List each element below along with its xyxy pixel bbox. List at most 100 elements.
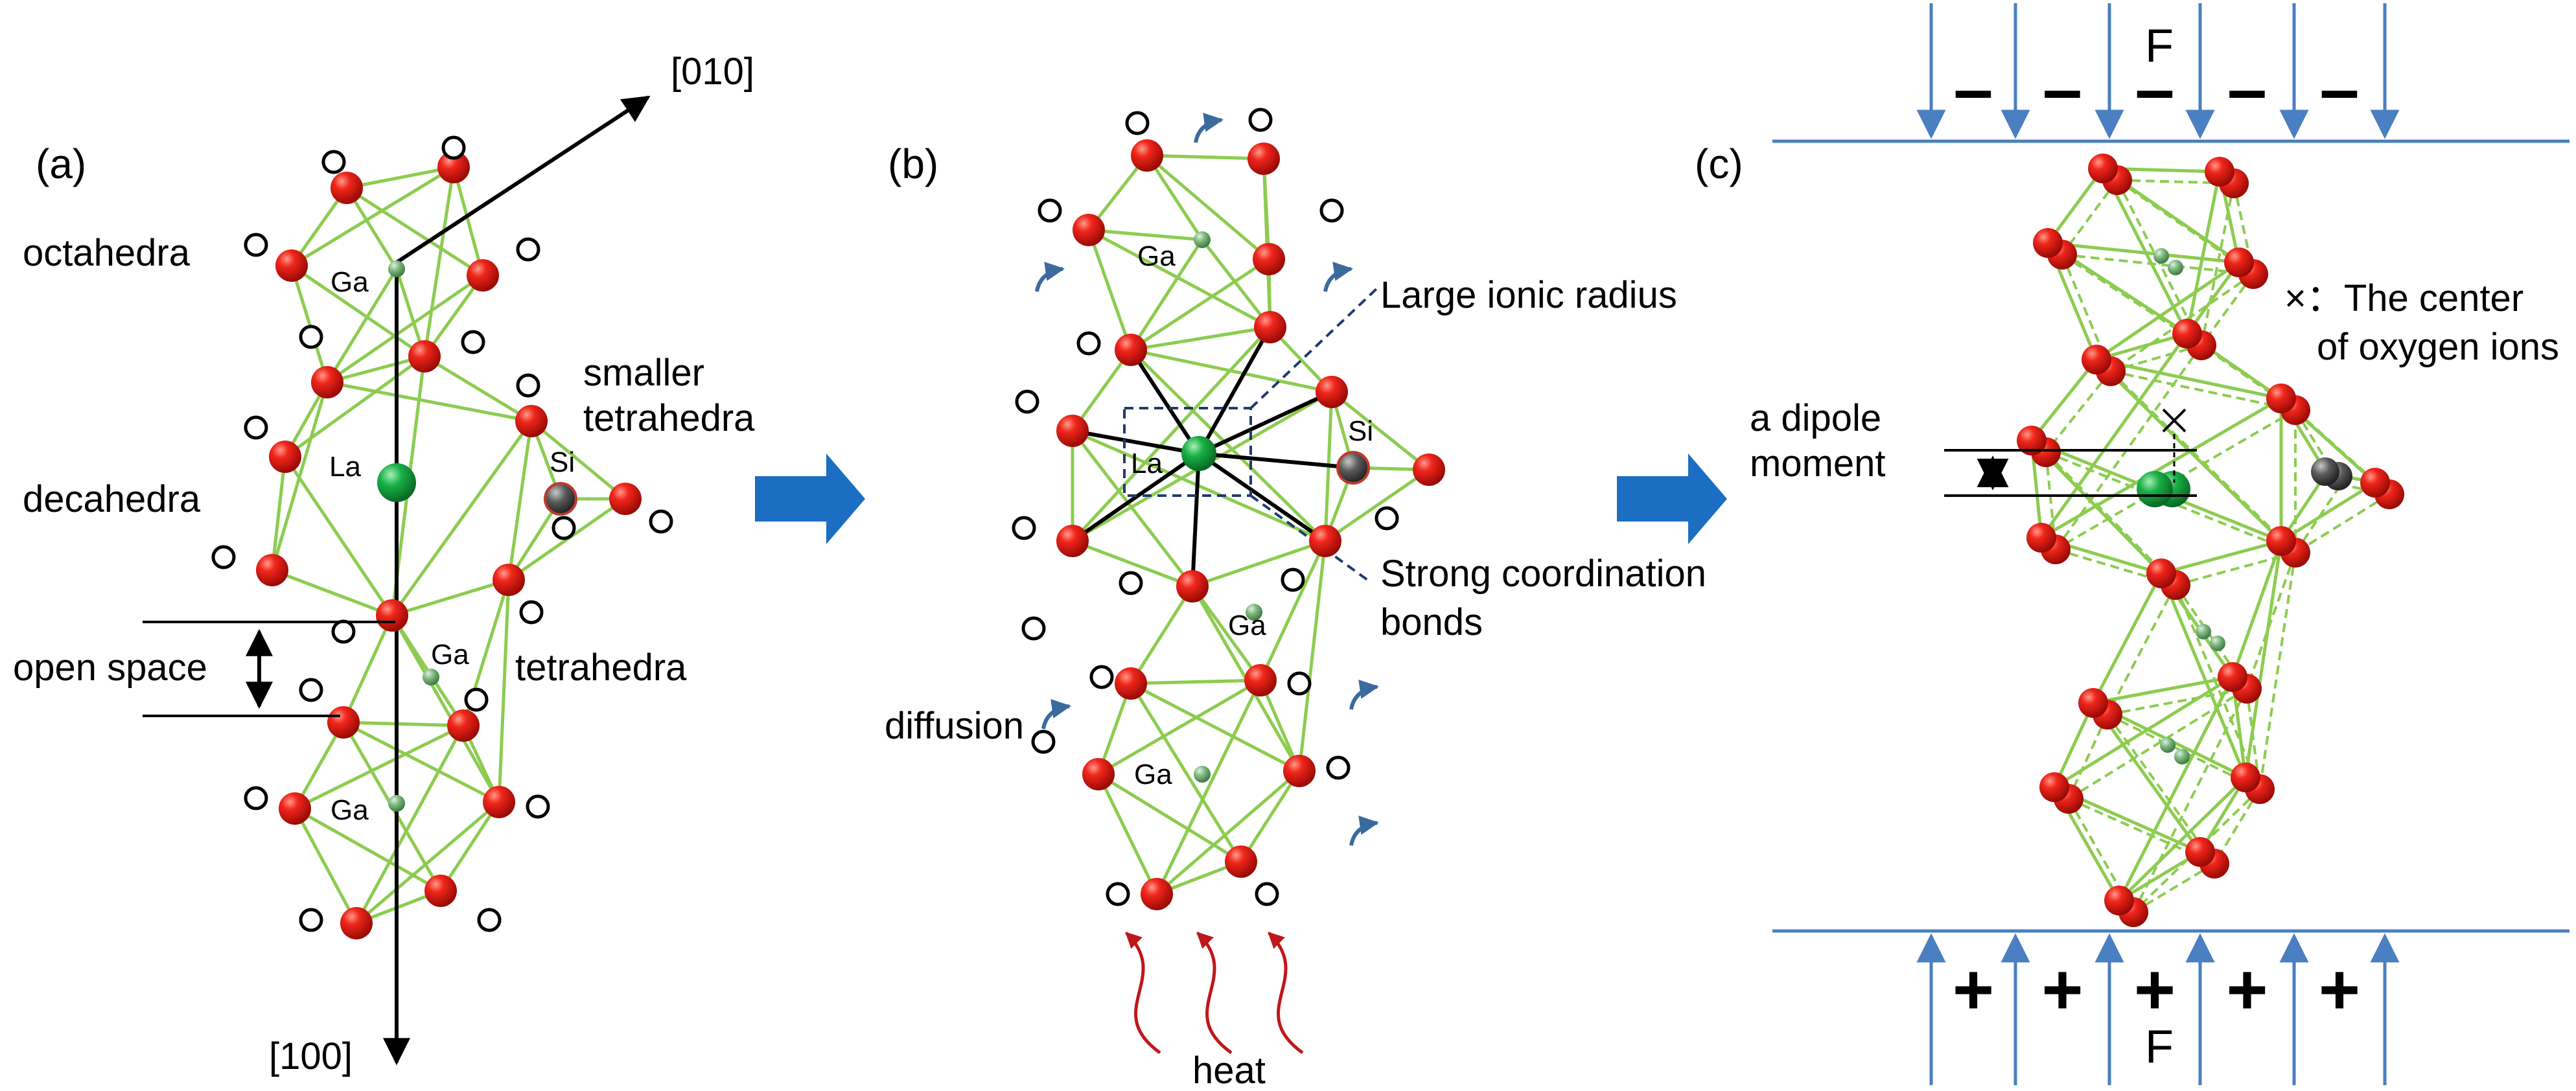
- bond-line: [1130, 682, 1301, 773]
- oxygen-vacancy-circle: [1119, 571, 1143, 595]
- positive-charge-sign: +: [1953, 950, 1994, 1029]
- shifted-bond-line: [2067, 687, 2248, 800]
- bond-line: [2161, 539, 2282, 575]
- oxygen-vacancy-circle: [461, 330, 485, 354]
- bond-line: [1146, 154, 1264, 161]
- axis-100-label: [100]: [269, 1035, 353, 1077]
- diffusion-arrow: [1035, 261, 1065, 292]
- panel-a: (a) [010] [100] octahedra decahedra smal…: [13, 51, 755, 1077]
- bond-line: [293, 807, 358, 924]
- oxygen-vacancy-circle: [1281, 568, 1305, 592]
- oxygen-atom: [311, 366, 343, 398]
- oxygen-vacancy-circle: [464, 687, 489, 712]
- bond-line: [1297, 540, 1327, 772]
- panel-c-atoms: [2017, 154, 2404, 927]
- oxygen-vacancy-circle: [1248, 108, 1273, 132]
- oxygen-atom: [1283, 755, 1316, 787]
- bond-line: [452, 167, 485, 276]
- oxygen-atom: [1141, 878, 1173, 910]
- oxygen-atom: [2104, 886, 2134, 915]
- bottom-charge-signs: +++++: [1953, 950, 2360, 1029]
- bond-line: [1129, 238, 1204, 351]
- positive-charge-sign: +: [2041, 950, 2083, 1029]
- oxygen-atom: [279, 792, 311, 825]
- bond-line: [290, 264, 426, 358]
- panel-a-atoms: [211, 135, 673, 939]
- bond-line: [423, 274, 485, 358]
- oxygen-atom: [1244, 664, 1277, 696]
- ga-top-label-b: Ga: [1137, 240, 1176, 272]
- la-label-b: La: [1131, 448, 1163, 479]
- oxygen-atom: [1073, 214, 1105, 246]
- oxygen-vacancy-circle: [519, 600, 544, 625]
- shifted-bond-line: [2061, 253, 2254, 275]
- oxygen-atom: [1082, 758, 1115, 790]
- ga-atom: [2160, 737, 2176, 753]
- panel-c-label: (c): [1695, 141, 1743, 187]
- bond-line: [270, 456, 287, 571]
- oxygen-atom: [2185, 837, 2215, 867]
- top-charge-signs: –––––: [1953, 49, 2359, 129]
- ga-bottom-label-a: Ga: [331, 794, 369, 826]
- coordination-bond: [1198, 390, 1333, 455]
- oxygen-vacancy-circle: [1326, 755, 1351, 780]
- oxygen-vacancy-circle: [477, 908, 502, 932]
- shifted-bond-line: [2132, 862, 2216, 913]
- si-label-a: Si: [550, 446, 575, 478]
- ga-bottom-label-b: Ga: [1134, 759, 1172, 790]
- oxygen-atom: [1316, 376, 1348, 408]
- oxygen-atom: [2231, 763, 2260, 792]
- positive-charge-sign: +: [2319, 950, 2360, 1029]
- tetrahedra-small-label: tetrahedra: [583, 397, 755, 439]
- bond-line: [2159, 573, 2247, 778]
- center-line1-label: ×：The center: [2284, 277, 2524, 319]
- negative-charge-sign: –: [2135, 49, 2174, 129]
- oxygen-vacancy-circle: [1125, 111, 1150, 135]
- la-atom: [1181, 436, 1216, 471]
- force-top-label: F: [2145, 20, 2174, 72]
- bond-line: [272, 568, 393, 617]
- oxygen-atom: [1254, 311, 1286, 343]
- oxygen-atom: [275, 249, 308, 282]
- oxygen-vacancy-circle: [244, 786, 268, 810]
- top-force-arrows: [1916, 3, 2400, 139]
- bond-line: [1071, 326, 1271, 542]
- shifted-bond-line: [2110, 344, 2202, 373]
- panel-b-label: (b): [888, 141, 938, 187]
- oxygen-vacancy-circle: [299, 325, 323, 349]
- bond-line: [1155, 770, 1301, 895]
- oxygen-atom: [1115, 667, 1147, 700]
- oxygen-vacancy-circle: [551, 516, 576, 540]
- shifted-bond-line: [2045, 370, 2112, 454]
- oxygen-atom: [2088, 154, 2118, 183]
- bond-line: [1130, 678, 1261, 685]
- bond-line: [2030, 358, 2098, 442]
- oxygen-atom: [467, 259, 499, 292]
- ga-atom: [388, 795, 405, 812]
- bond-line: [342, 614, 394, 724]
- oxygen-vacancy-circle: [1375, 506, 1399, 531]
- coordination-bond: [1071, 452, 1200, 543]
- bond-line: [507, 420, 533, 580]
- oxygen-atom: [2017, 426, 2047, 455]
- bond-line: [2185, 171, 2222, 334]
- bond-line: [2047, 241, 2240, 264]
- ga-atom: [1246, 604, 1262, 621]
- shifted-bond-line: [2067, 714, 2109, 799]
- coordination-bond: [1198, 452, 1327, 543]
- heat-arrow-3: [1268, 932, 1304, 1055]
- oxygen-atom: [609, 483, 642, 515]
- shifted-bond-line: [2045, 452, 2057, 550]
- si-atom: [544, 482, 577, 516]
- bond-line: [1129, 682, 1243, 863]
- heat-label: heat: [1192, 1050, 1266, 1091]
- bond-line: [2118, 776, 2247, 902]
- bond-line: [1155, 679, 1262, 895]
- bond-line: [345, 186, 484, 277]
- heat-arrow-1: [1125, 932, 1161, 1055]
- oxygen-vacancy-circle: [526, 794, 550, 819]
- shifted-bond-line: [2245, 552, 2297, 689]
- oxygen-vacancy-circle: [1038, 198, 1062, 223]
- axis-010-label: [010]: [671, 51, 754, 93]
- coordination-bond: [1072, 429, 1200, 455]
